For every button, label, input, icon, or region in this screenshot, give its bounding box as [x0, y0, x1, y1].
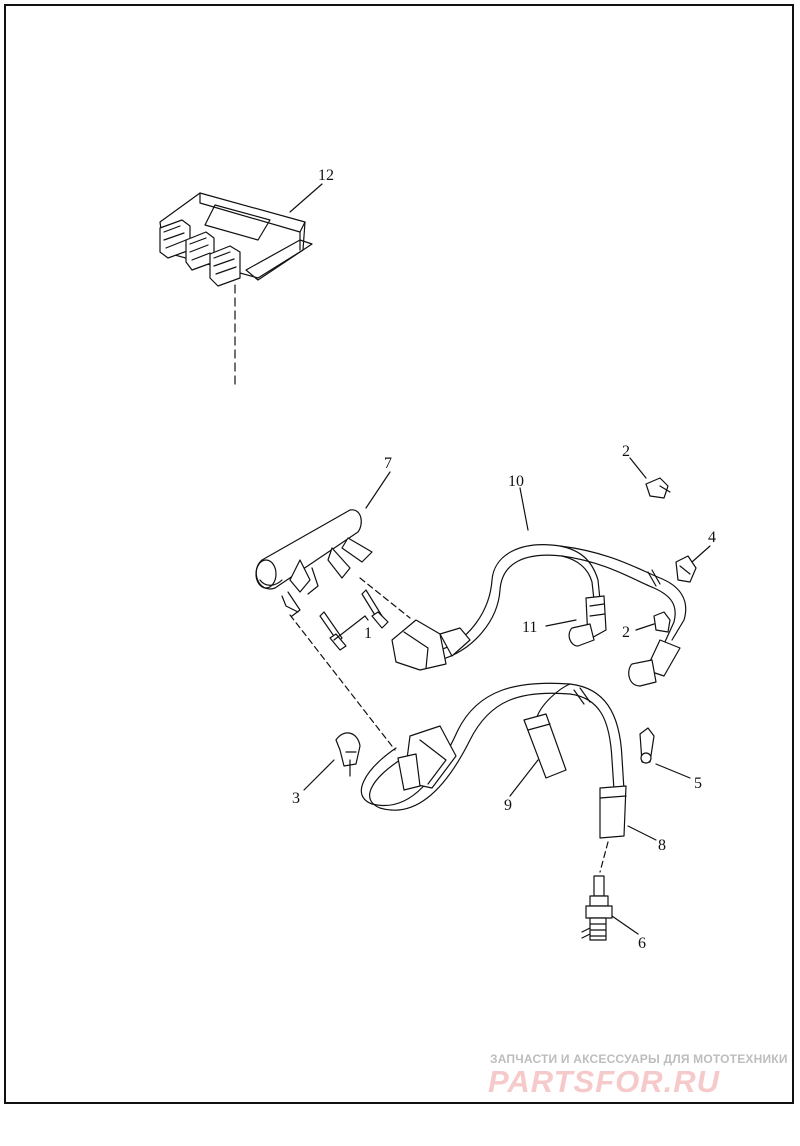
part-ecm-module [159, 192, 313, 287]
coil-align-line-a [359, 577, 411, 619]
part-screws [319, 589, 389, 651]
drawing-frame [4, 4, 794, 1104]
part-plug-boot-9 [523, 713, 567, 779]
part-spark-plug-cable-lower [360, 682, 625, 811]
part-spark-plug [581, 875, 613, 941]
callout-8: 8 [658, 837, 666, 854]
part-clamp-3 [335, 732, 361, 777]
part-cable-clip-top [645, 477, 671, 499]
part-ignition-coil [255, 509, 373, 617]
part-plug-boot-right [628, 639, 681, 687]
callout-leaders [289, 183, 711, 935]
callout-12: 12 [318, 167, 334, 184]
callout-6: 6 [638, 935, 646, 952]
callout-2-top: 2 [622, 443, 630, 460]
callout-11: 11 [522, 619, 537, 636]
watermark-tagline: ЗАПЧАСТИ И АКСЕССУАРЫ ДЛЯ МОТОТЕХНИКИ [490, 1052, 788, 1066]
part-plug-boot-upper [568, 595, 607, 647]
callout-10: 10 [508, 473, 524, 490]
callout-1: 1 [364, 625, 372, 642]
callout-5: 5 [694, 775, 702, 792]
watermark-brand: PARTSFOR.RU [488, 1064, 721, 1099]
coil-align-line-b [289, 614, 396, 751]
callout-4: 4 [708, 529, 716, 546]
part-plug-boot-8 [599, 785, 627, 839]
plug-align-line [599, 841, 609, 873]
part-clip-5 [639, 727, 655, 764]
callout-3: 3 [292, 790, 300, 807]
callout-9: 9 [504, 797, 512, 814]
part-cable-clip-mid [653, 611, 671, 633]
part-spark-plug-cable-upper [391, 544, 687, 671]
callout-2-mid: 2 [622, 624, 630, 641]
callout-7: 7 [384, 455, 392, 472]
part-clip-4 [675, 555, 697, 583]
